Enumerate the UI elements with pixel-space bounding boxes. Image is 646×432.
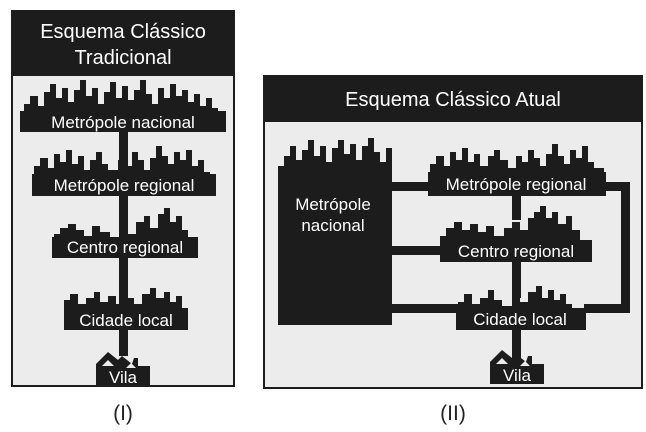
panel-2-title: Esquema Clássico Atual (345, 89, 561, 111)
panel-1-village (96, 352, 150, 386)
panel-2-national-line2: nacional (301, 216, 364, 235)
panel-1-level-vila: Vila (109, 368, 138, 387)
panel-2-level-centro-regional: Centro regional (458, 242, 574, 261)
panel-2-level-cidade-local: Cidade local (473, 310, 567, 329)
panel-2: Esquema Clássico Atual Metrópole naciona… (263, 75, 643, 389)
panel-2-national-block (278, 138, 392, 325)
panel-2-title-bar (264, 76, 642, 122)
panel-2-caption: (II) (440, 402, 466, 425)
panel-1-skyline-cidade (64, 288, 188, 330)
panel-2-skyline-cidade (456, 286, 586, 330)
panel-1-skyline-centro (52, 208, 198, 258)
panel-1-skyline-regional-metro (32, 146, 216, 196)
panel-2-national-line1: Metrópole (295, 195, 371, 214)
panel-2-connectors (390, 182, 630, 358)
panel-1-title-bar (12, 11, 234, 76)
panel-1-level-metropole-regional: Metrópole regional (54, 176, 195, 195)
panel-2-skyline-centro (440, 206, 592, 262)
panel-2-level-metropole-regional: Metrópole regional (446, 175, 587, 194)
panel-1-title-line2: Tradicional (74, 47, 171, 69)
panel-2-village (490, 350, 544, 384)
panel-1-skyline-national (20, 80, 226, 132)
panel-1-level-centro-regional: Centro regional (67, 238, 183, 257)
panel-2-level-vila: Vila (503, 366, 532, 385)
panel-1-title-line1: Esquema Clássico (40, 21, 206, 43)
panel-1-level-metropole-nacional: Metrópole nacional (51, 113, 195, 132)
panel-2-skyline-regional-metro (428, 144, 606, 196)
panel-1-level-cidade-local: Cidade local (79, 311, 173, 330)
panel-1-caption: (I) (113, 402, 133, 425)
panel-1: Esquema Clássico Tradicional Metrópole n… (11, 10, 235, 387)
